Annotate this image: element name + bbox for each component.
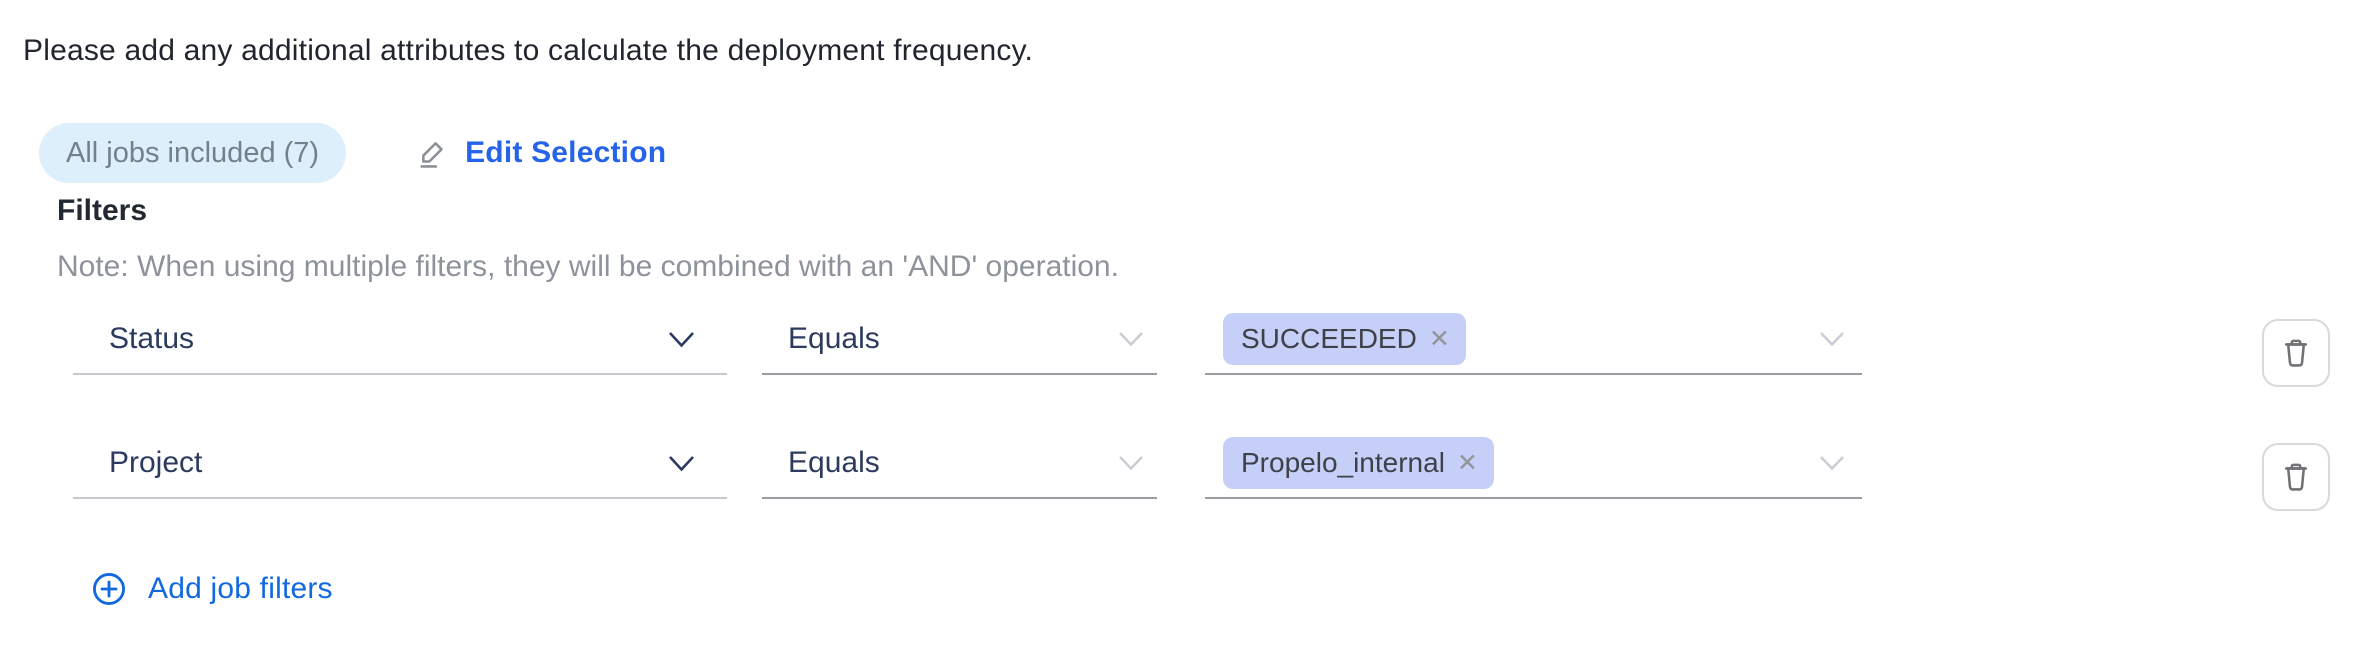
- operator-select[interactable]: Equals: [762, 305, 1157, 375]
- attribute-select-value: Project: [109, 446, 203, 479]
- value-multiselect[interactable]: Propelo_internal ✕: [1205, 429, 1862, 499]
- edit-selection-button[interactable]: Edit Selection: [416, 136, 666, 170]
- value-multiselect[interactable]: SUCCEEDED ✕: [1205, 305, 1862, 375]
- filters-note: Note: When using multiple filters, they …: [57, 250, 1119, 283]
- attribute-select-value: Status: [109, 322, 195, 355]
- filter-row: Project Equals Propelo_internal ✕: [0, 429, 2376, 511]
- value-tag: Propelo_internal ✕: [1223, 437, 1494, 489]
- remove-tag-icon[interactable]: ✕: [1456, 448, 1478, 477]
- operator-select[interactable]: Equals: [762, 429, 1157, 499]
- plus-circle-icon: [90, 570, 128, 608]
- attribute-select[interactable]: Status: [73, 305, 727, 375]
- chevron-down-icon: [1118, 331, 1144, 347]
- jobs-included-badge: All jobs included (7): [39, 123, 347, 183]
- chevron-down-icon: [1118, 455, 1144, 471]
- filter-row: Status Equals SUCCEEDED ✕: [0, 305, 2376, 387]
- chevron-down-icon: [668, 455, 695, 472]
- filters-heading: Filters: [57, 194, 148, 227]
- edit-selection-label: Edit Selection: [465, 136, 667, 169]
- add-job-filters-label: Add job filters: [148, 572, 333, 605]
- trash-icon: [2278, 459, 2314, 495]
- trash-icon: [2278, 335, 2314, 371]
- value-tag-label: SUCCEEDED: [1241, 323, 1417, 354]
- add-job-filters-button[interactable]: Add job filters: [90, 570, 333, 608]
- instruction-text: Please add any additional attributes to …: [23, 34, 1034, 67]
- value-tag: SUCCEEDED ✕: [1223, 313, 1466, 365]
- remove-tag-icon[interactable]: ✕: [1428, 324, 1450, 353]
- delete-filter-button[interactable]: [2262, 319, 2330, 387]
- value-tag-label: Propelo_internal: [1241, 447, 1445, 478]
- chevron-down-icon: [1819, 455, 1845, 471]
- operator-select-value: Equals: [788, 446, 880, 479]
- pencil-underline-icon: [416, 136, 450, 170]
- delete-filter-button[interactable]: [2262, 443, 2330, 511]
- job-selection-row: All jobs included (7) Edit Selection: [39, 123, 666, 183]
- chevron-down-icon: [668, 331, 695, 348]
- attribute-select[interactable]: Project: [73, 429, 727, 499]
- chevron-down-icon: [1819, 331, 1845, 347]
- operator-select-value: Equals: [788, 322, 880, 355]
